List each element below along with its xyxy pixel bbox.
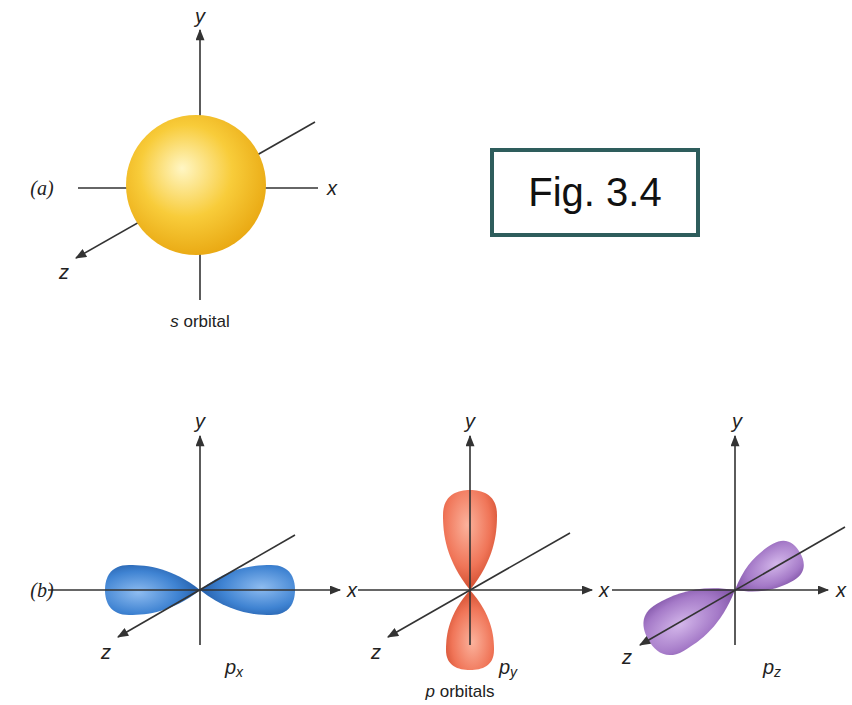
axis-label: y [195,5,205,27]
px-axes [48,436,340,645]
figure-box: Fig. 3.4 [490,148,700,237]
axis-label: y [195,410,205,432]
orbital-caption: s orbital [170,313,230,332]
axis-label: x [836,579,846,601]
axis-label: z [371,641,381,663]
panel-letter: (b) [30,579,53,601]
py-axes [358,436,592,645]
pz-axes [612,436,845,645]
orbital-name: pz [763,656,781,681]
panel-letter: (a) [30,177,53,199]
orbital-name: px [225,656,243,681]
pz-orbital [635,534,811,663]
group-caption: p orbitals [426,683,495,702]
axis-label: x [599,579,609,601]
figure-number: Fig. 3.4 [528,170,661,215]
axis-label: x [347,579,357,601]
axis-label: y [465,410,475,432]
axis-label: y [732,410,742,432]
axis-label: z [622,646,632,668]
axis-label: x [327,177,337,199]
axis-label: z [101,641,111,663]
orbital-name: py [499,656,517,681]
s-orbital-sphere [126,115,266,255]
axis-label: z [59,261,69,283]
s-orbital-figure [76,30,318,300]
